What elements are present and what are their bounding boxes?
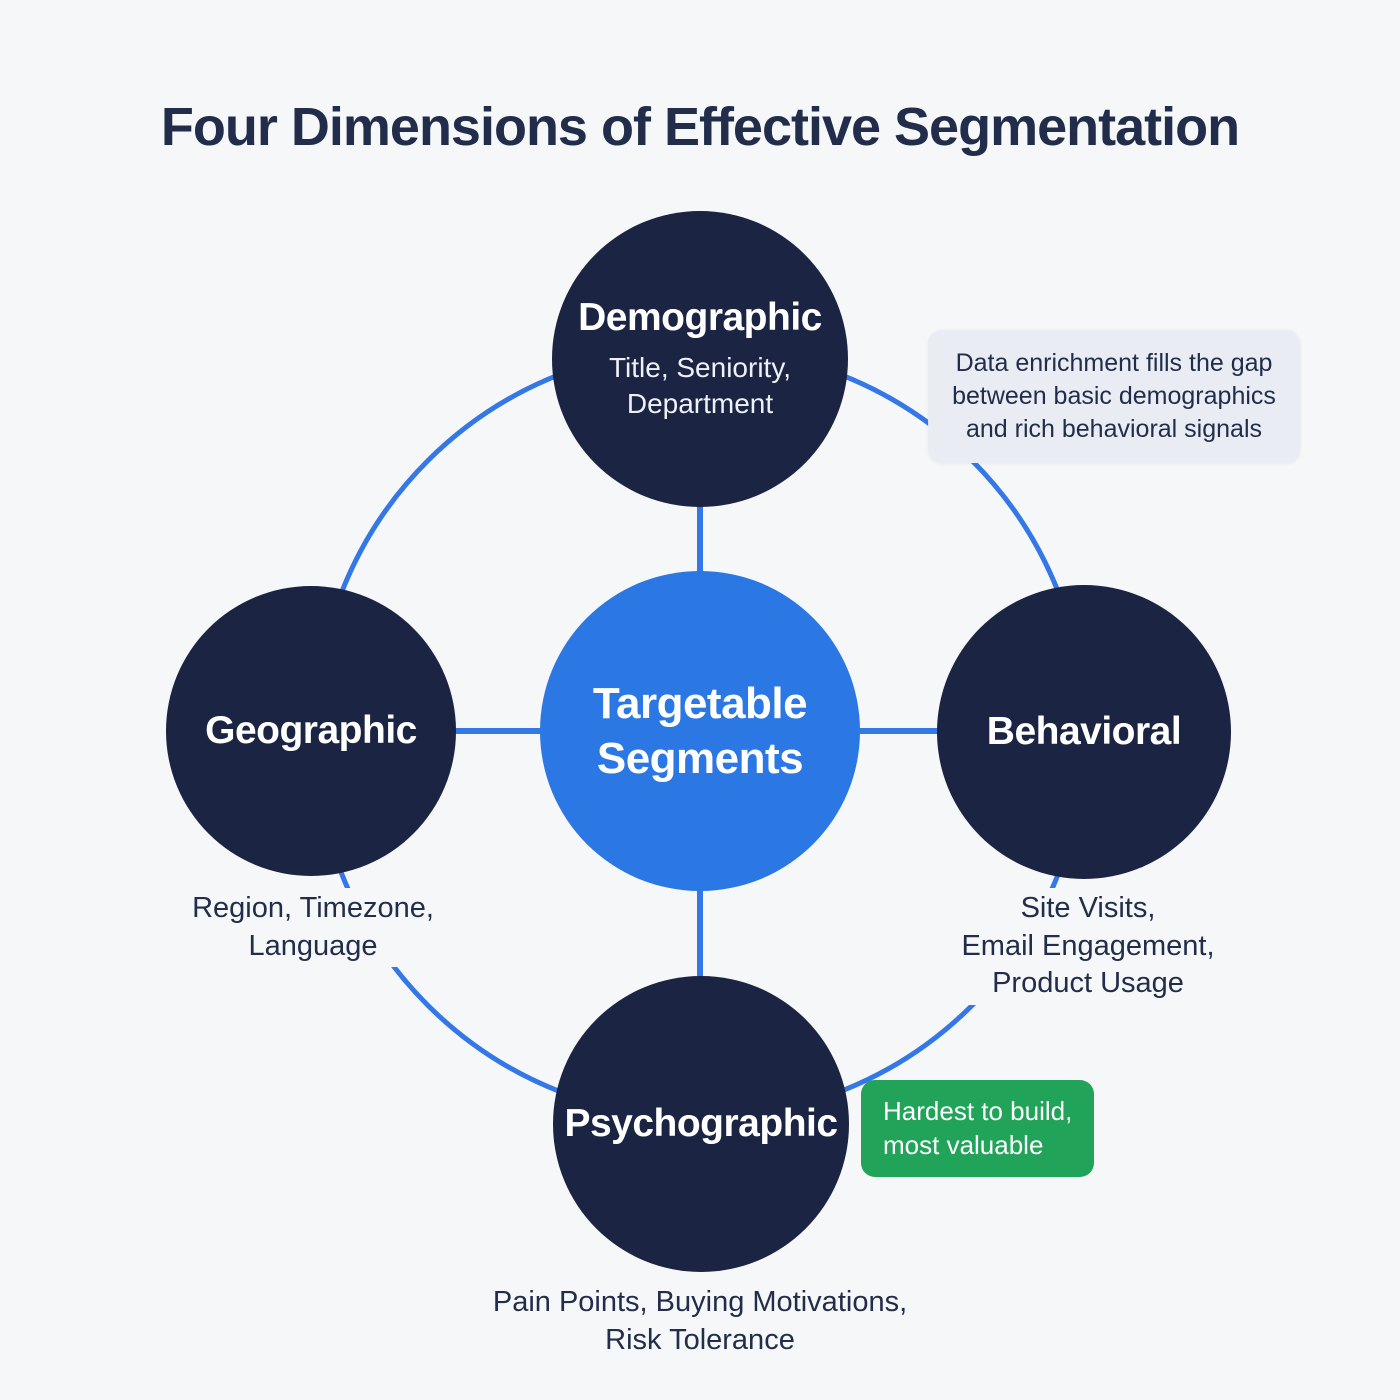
psychographic-caption: Pain Points, Buying Motivations, Risk To… <box>482 1282 918 1362</box>
node-psychographic: Psychographic <box>553 976 849 1272</box>
node-psychographic-label: Psychographic <box>564 1102 838 1145</box>
geographic-caption: Region, Timezone, Language <box>182 888 444 968</box>
node-geographic: Geographic <box>166 586 456 876</box>
node-demographic-sub: Title, Seniority, Department <box>608 351 792 419</box>
data-enrichment-callout: Data enrichment fills the gap between ba… <box>928 330 1300 463</box>
behavioral-caption: Site Visits, Email Engagement, Product U… <box>951 888 1225 1006</box>
center-node: Targetable Segments <box>540 571 860 891</box>
node-geographic-label: Geographic <box>205 709 417 752</box>
node-demographic: Demographic Title, Seniority, Department <box>552 211 848 507</box>
psychographic-value-callout: Hardest to build, most valuable <box>861 1080 1095 1177</box>
page-title: Four Dimensions of Effective Segmentatio… <box>160 97 1240 157</box>
center-node-label: Targetable Segments <box>592 679 808 783</box>
node-demographic-label: Demographic <box>578 295 822 339</box>
node-behavioral: Behavioral <box>937 585 1231 879</box>
node-behavioral-label: Behavioral <box>986 710 1182 753</box>
